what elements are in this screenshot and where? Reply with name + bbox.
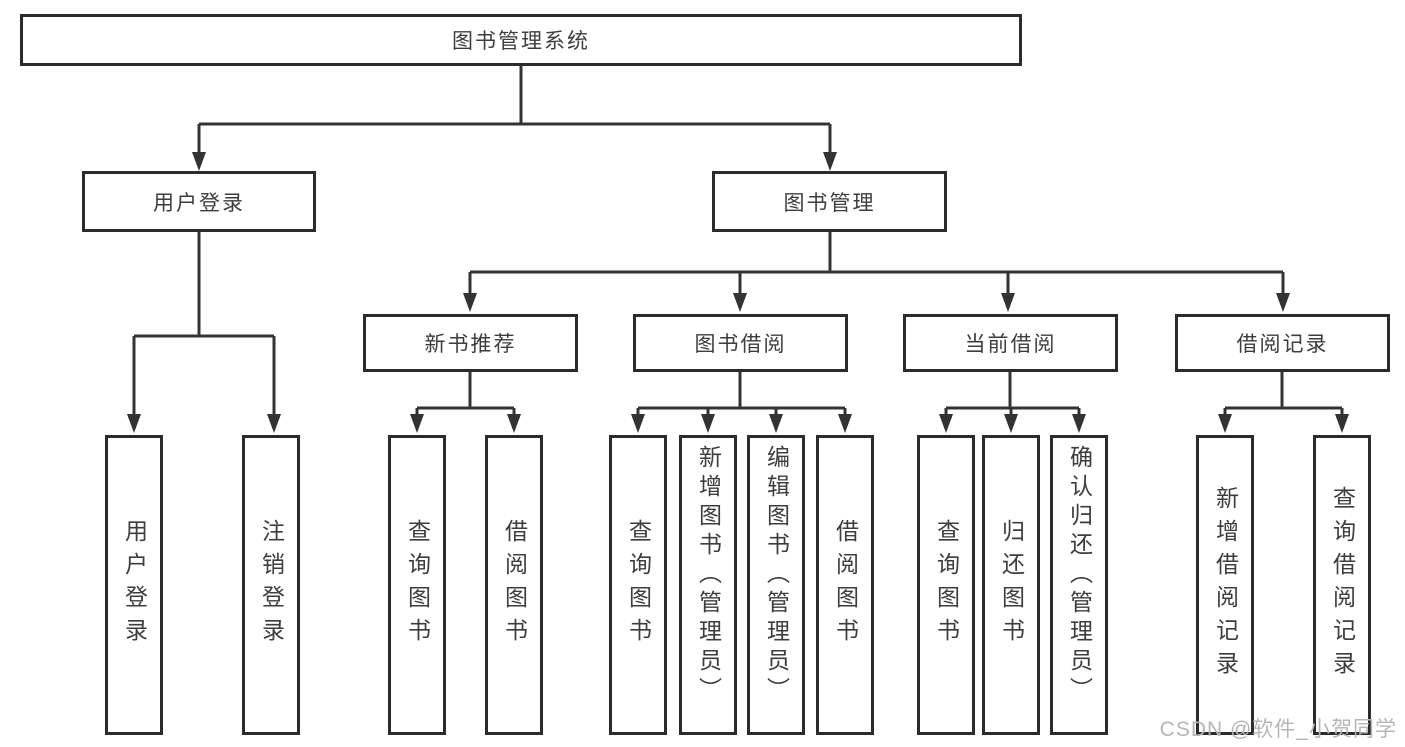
node-leaf-query-book-borrow: 查询图书 — [609, 435, 667, 735]
node-leaf-return-book: 归还图书 — [982, 435, 1040, 735]
node-leaf-edit-book-admin: 编辑图书（管理员） — [747, 435, 805, 735]
node-book-mgmt: 图书管理 — [712, 171, 947, 232]
node-new-book-rec: 新书推荐 — [363, 314, 578, 372]
connector-current-borrow-children — [939, 372, 1086, 433]
node-label: 新增图书（管理员） — [695, 445, 722, 706]
connector-book-mgmt-children — [463, 232, 1290, 312]
node-label: 新书推荐 — [424, 333, 517, 356]
node-leaf-add-book-admin: 新增图书（管理员） — [679, 435, 737, 735]
node-label: 用户登录 — [153, 191, 245, 215]
node-label: 确认归还（管理员） — [1066, 445, 1093, 706]
node-label: 查询借阅记录 — [1329, 486, 1356, 684]
node-book-borrow: 图书借阅 — [633, 314, 848, 372]
connector-user-login-children — [127, 232, 281, 433]
node-leaf-confirm-return-admin: 确认归还（管理员） — [1050, 435, 1108, 735]
node-label: 图书管理系统 — [452, 30, 590, 53]
node-label: 借阅图书 — [832, 519, 859, 651]
node-leaf-logout: 注销登录 — [242, 435, 300, 735]
node-label: 图书借阅 — [694, 333, 787, 356]
connector-borrow-records-children — [1218, 372, 1349, 433]
node-leaf-add-borrow-record: 新增借阅记录 — [1196, 435, 1254, 735]
node-leaf-borrow-book-borrow: 借阅图书 — [816, 435, 874, 735]
node-label: 当前借阅 — [964, 333, 1057, 356]
node-label: 查询图书 — [404, 519, 431, 651]
node-label: 图书管理 — [783, 191, 876, 215]
node-label: 查询图书 — [625, 519, 652, 651]
node-label: 用户登录 — [121, 519, 148, 651]
node-borrow-records: 借阅记录 — [1175, 314, 1390, 372]
node-label: 借阅记录 — [1236, 333, 1329, 356]
node-label: 归还图书 — [998, 519, 1025, 651]
node-label: 编辑图书（管理员） — [763, 445, 790, 706]
node-leaf-query-book-rec: 查询图书 — [388, 435, 446, 735]
node-label: 新增借阅记录 — [1212, 486, 1239, 684]
node-user-login: 用户登录 — [82, 171, 316, 232]
connector-root-to-level2 — [192, 66, 837, 171]
connector-new-book-children — [410, 372, 521, 433]
node-leaf-query-book-current: 查询图书 — [917, 435, 975, 735]
connector-book-borrow-children — [631, 372, 852, 433]
node-label: 注销登录 — [258, 519, 285, 651]
node-current-borrow: 当前借阅 — [903, 314, 1118, 372]
node-leaf-borrow-book-rec: 借阅图书 — [485, 435, 543, 735]
node-leaf-user-login: 用户登录 — [105, 435, 163, 735]
node-system-root: 图书管理系统 — [20, 14, 1022, 66]
node-label: 查询图书 — [933, 519, 960, 651]
node-leaf-query-borrow-record: 查询借阅记录 — [1313, 435, 1371, 735]
node-label: 借阅图书 — [501, 519, 528, 651]
